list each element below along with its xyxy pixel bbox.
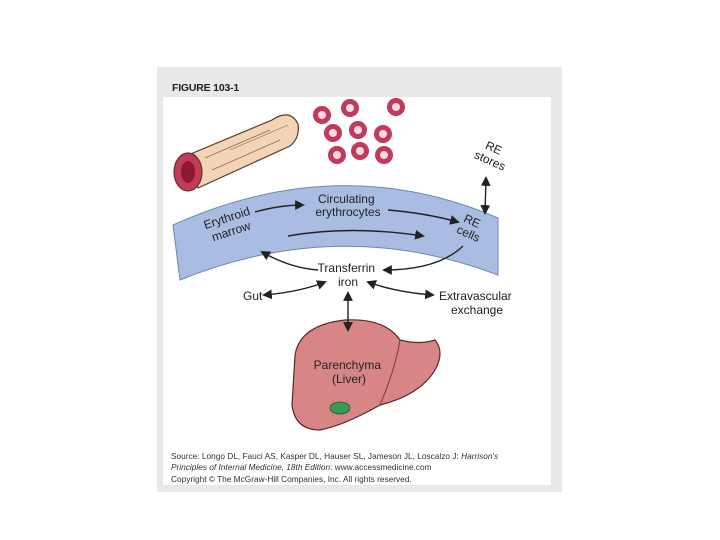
erythrocyte-icon	[349, 121, 367, 139]
source-suffix: : www.accessmedicine.com	[330, 461, 432, 472]
arrow-re-stores	[480, 176, 491, 215]
erythrocyte-icons	[313, 98, 405, 164]
arrow-gut	[262, 280, 327, 300]
figure-label: FIGURE 103-1	[172, 82, 240, 94]
figure-caption: Source: Longo DL, Fauci AS, Kasper DL, H…	[171, 451, 556, 472]
erythrocyte-icon	[387, 98, 405, 116]
arrow-re-to-transferrin	[382, 245, 464, 275]
label-extravascular-exchange: Extravascular exchange	[439, 289, 515, 317]
arrow-transferrin-to-marrow	[260, 251, 319, 271]
erythrocyte-icon	[328, 146, 346, 164]
erythrocyte-icon	[341, 99, 359, 117]
arrow-extravascular	[366, 280, 435, 300]
arrow-band-flow	[287, 229, 425, 240]
erythrocyte-icon	[351, 142, 369, 160]
copyright-notice: Copyright © The McGraw-Hill Companies, I…	[171, 474, 412, 484]
source-book-title-a: Harrison's	[461, 451, 499, 461]
label-circulating-erythrocytes: Circulating erythrocytes	[315, 192, 380, 219]
erythrocyte-icon	[324, 124, 342, 142]
arrow-circulation-to-re	[387, 209, 460, 225]
label-re-stores: RE stores	[472, 136, 513, 174]
erythrocyte-icon	[375, 146, 393, 164]
source-prefix: Source: Longo DL, Fauci AS, Kasper DL, H…	[171, 451, 459, 461]
erythrocyte-icon	[313, 106, 331, 124]
arrow-marrow-to-circulation	[254, 200, 305, 213]
label-parenchyma-liver: Parenchyma (Liver)	[314, 358, 385, 386]
source-book-title-b: Principles of Internal Medicine, 18th Ed…	[171, 461, 331, 472]
label-transferrin-iron: Transferrin iron	[318, 261, 379, 289]
erythrocyte-icon	[374, 125, 392, 143]
bone-icon	[173, 114, 299, 192]
label-gut: Gut	[243, 289, 263, 303]
